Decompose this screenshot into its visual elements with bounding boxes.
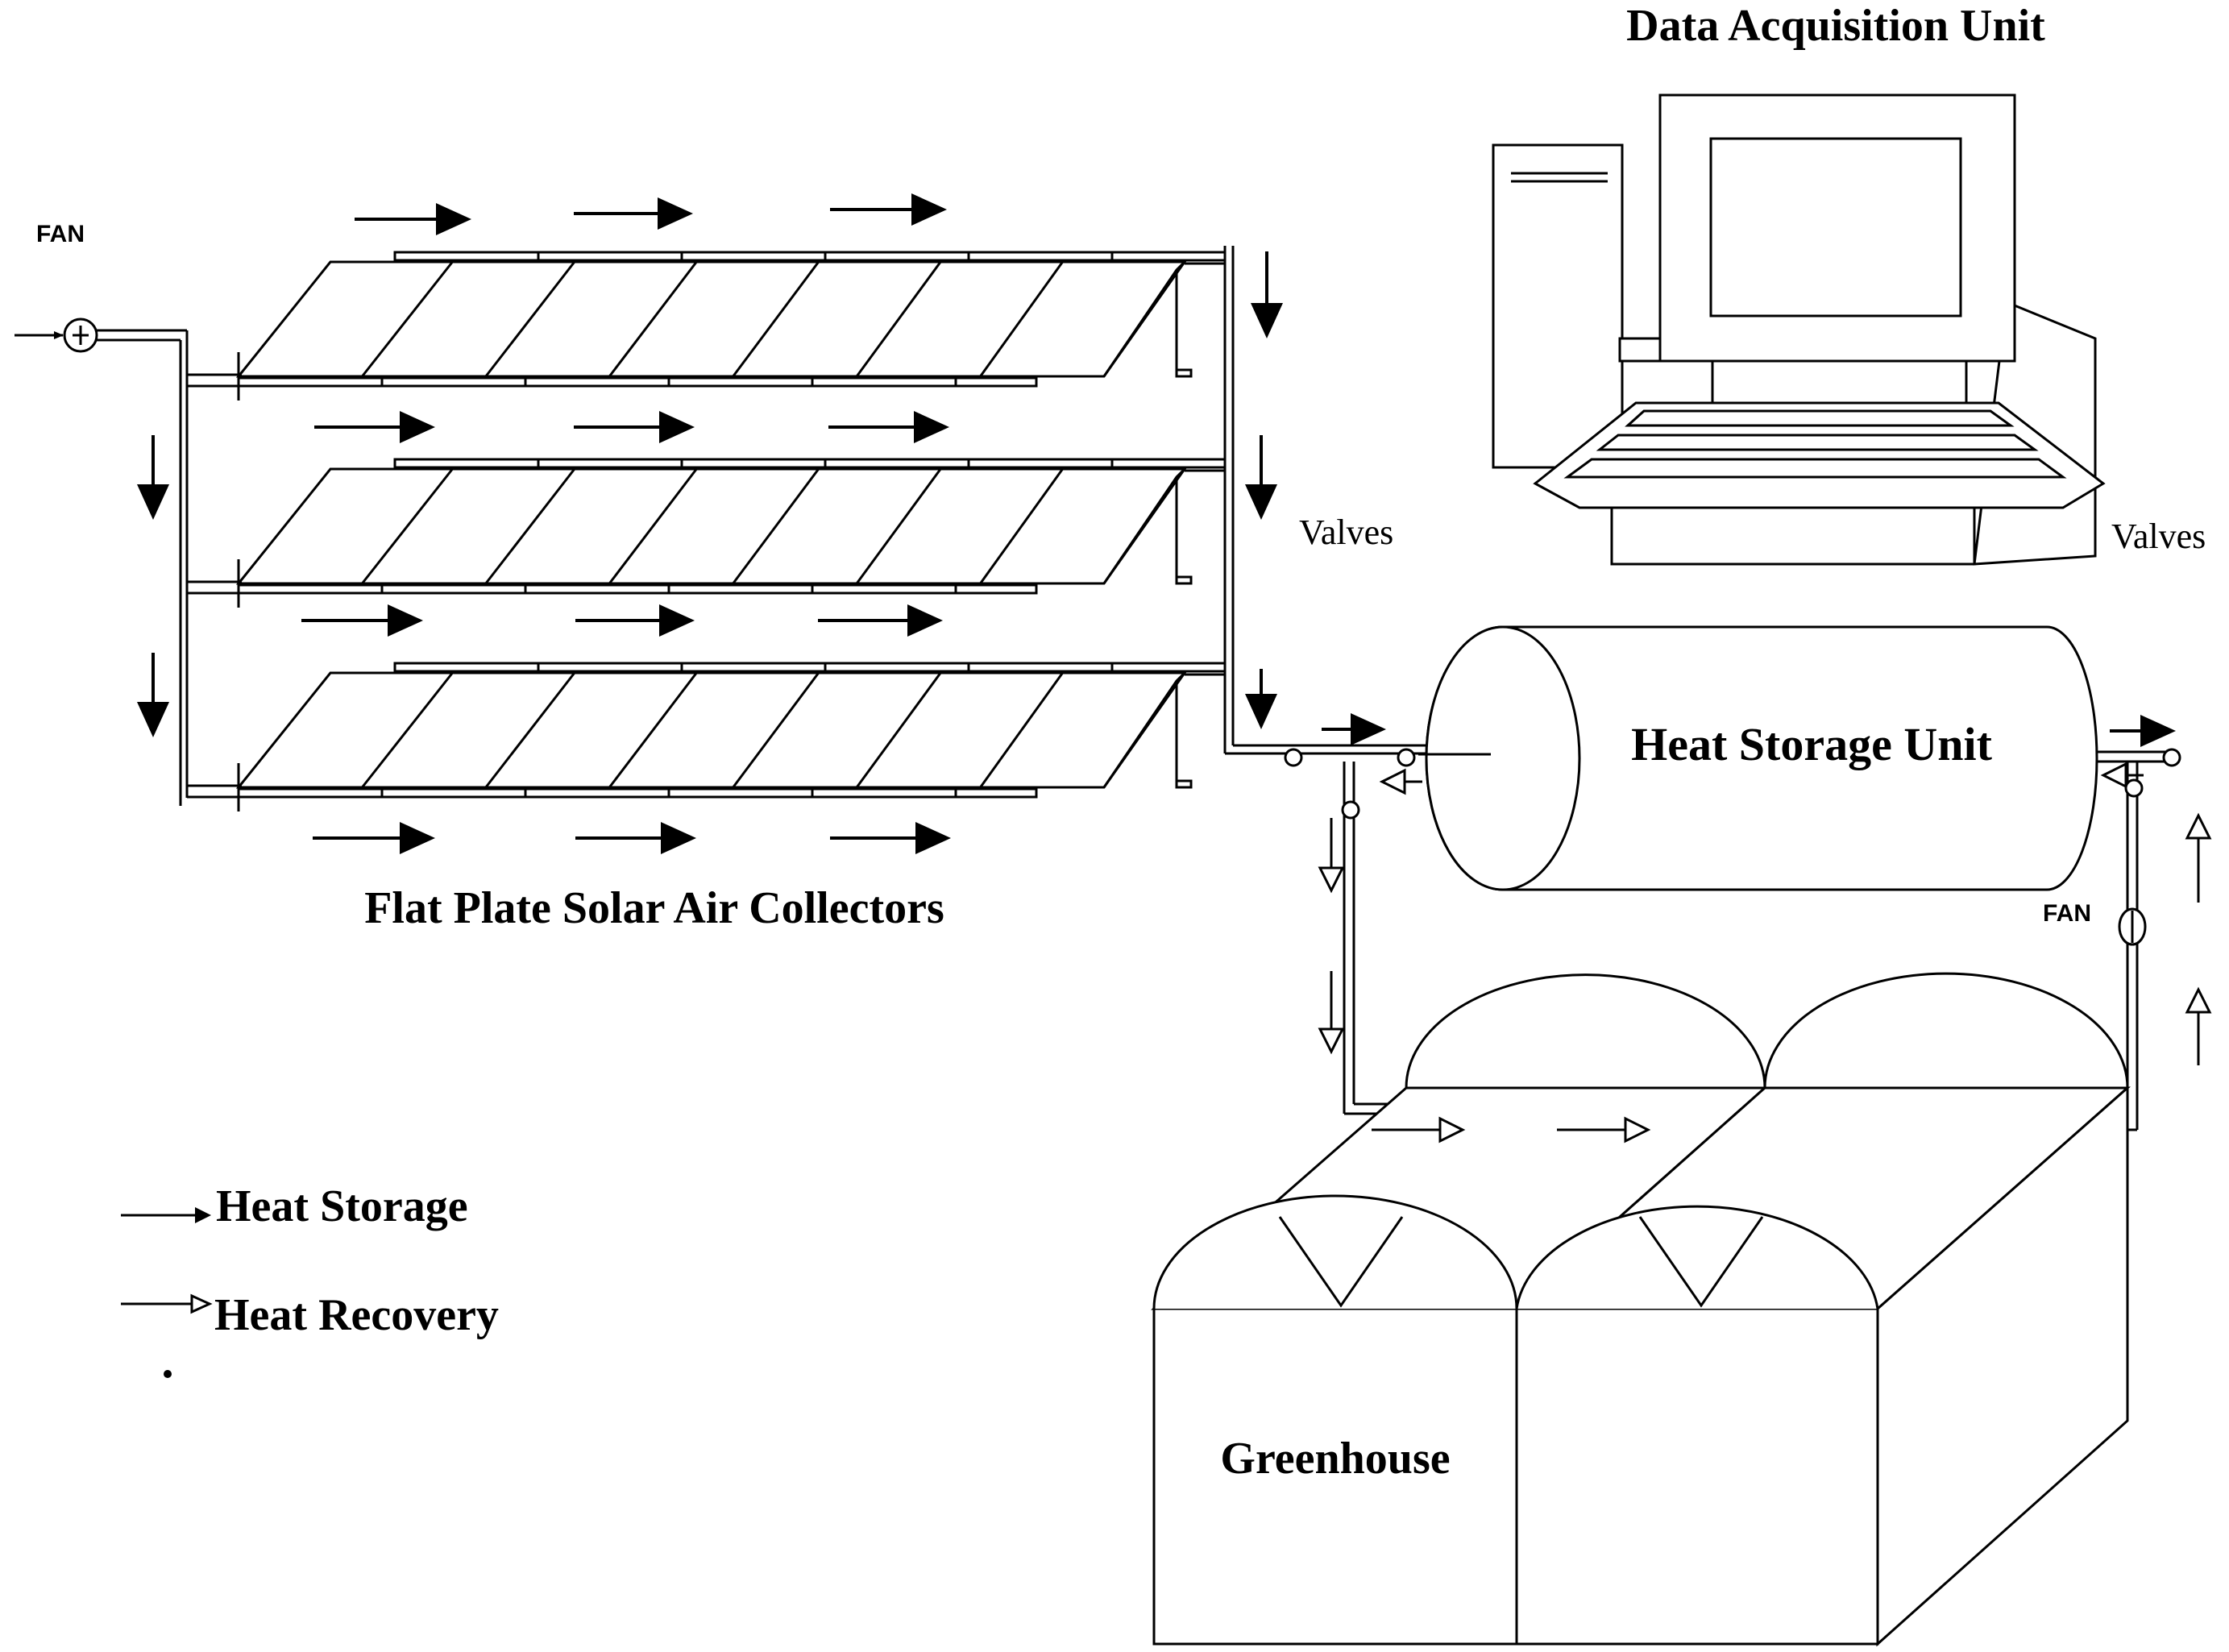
collector-panel bbox=[235, 467, 1187, 585]
heat-storage-arrowhead bbox=[400, 822, 435, 854]
heat-storage-arrowhead bbox=[436, 203, 471, 235]
data-acquisition-computer bbox=[1492, 93, 2106, 566]
panel-divider bbox=[484, 672, 576, 788]
valves-middle-label: Valves bbox=[1299, 513, 1393, 552]
heat-storage-arrowhead bbox=[1245, 694, 1277, 729]
collector-row-1 bbox=[187, 251, 1227, 401]
heat-storage-arrowhead bbox=[915, 822, 951, 854]
panel-divider bbox=[484, 468, 576, 584]
legend-dot bbox=[164, 1370, 172, 1378]
panel-divider bbox=[855, 672, 942, 788]
collector-foot bbox=[1175, 779, 1193, 789]
panel-divider bbox=[979, 468, 1064, 584]
inlet-fan bbox=[63, 318, 98, 353]
filled-arrow-icon bbox=[195, 1207, 211, 1223]
collector-top-header bbox=[393, 458, 1227, 469]
data-acquisition-unit-label: Data Acquisition Unit bbox=[1626, 1, 2045, 51]
heat-recovery-arrowhead bbox=[1624, 1116, 1651, 1144]
valves-right-label: Valves bbox=[2111, 517, 2206, 556]
heat-recovery-arrowhead bbox=[1379, 768, 1406, 795]
collectors-label: Flat Plate Solar Air Collectors bbox=[364, 883, 944, 933]
heat-recovery-arrowhead bbox=[1438, 1116, 1466, 1144]
collector-panel bbox=[235, 260, 1187, 378]
heat-recovery-arrowhead bbox=[2100, 762, 2127, 789]
panel-divider bbox=[979, 261, 1064, 377]
collector-panel bbox=[235, 671, 1187, 789]
collector-foot bbox=[1175, 575, 1193, 585]
panel-divider bbox=[732, 261, 820, 377]
open-arrow-icon bbox=[190, 1293, 213, 1314]
greenhouse-label: Greenhouse bbox=[1220, 1434, 1450, 1484]
heat-storage-arrowhead bbox=[658, 197, 693, 230]
heat-storage-arrowhead bbox=[659, 411, 695, 443]
heat-storage-arrowhead bbox=[914, 411, 949, 443]
heat-recovery-arrowhead bbox=[2185, 986, 2212, 1014]
heat-storage-arrowhead bbox=[907, 604, 943, 637]
return-fan bbox=[2118, 907, 2147, 946]
panel-divider bbox=[361, 468, 454, 584]
panel-divider bbox=[855, 261, 942, 377]
fan-return-label: FAN bbox=[2043, 900, 2091, 927]
panel-divider bbox=[361, 672, 454, 788]
heat-storage-arrowhead bbox=[661, 822, 696, 854]
panel-divider bbox=[855, 468, 942, 584]
heat-storage-arrowhead bbox=[659, 604, 695, 637]
heat-storage-arrowhead bbox=[911, 193, 947, 226]
legend-heat-recovery-label: Heat Recovery bbox=[214, 1290, 499, 1340]
panel-divider bbox=[608, 261, 698, 377]
heat-storage-unit-label: Heat Storage Unit bbox=[1631, 718, 1992, 770]
collector-top-header bbox=[393, 662, 1227, 673]
panel-divider bbox=[732, 468, 820, 584]
heat-recovery-arrowhead bbox=[2185, 812, 2212, 840]
collector-manifold-pipes bbox=[97, 246, 1483, 806]
heat-storage-arrowhead bbox=[400, 411, 435, 443]
heat-storage-arrowhead bbox=[388, 604, 423, 637]
collector-foot bbox=[1175, 368, 1193, 378]
solar-collector-array bbox=[187, 251, 1227, 811]
panel-divider bbox=[361, 261, 454, 377]
valves bbox=[1284, 748, 2181, 820]
heat-storage-arrowhead bbox=[137, 484, 169, 520]
panel-divider bbox=[484, 261, 576, 377]
legend bbox=[121, 1207, 213, 1378]
collector-top-header bbox=[393, 251, 1227, 262]
heat-recovery-arrowhead bbox=[1318, 866, 1345, 894]
heat-storage-arrowhead bbox=[2140, 715, 2176, 747]
heat-storage-arrowhead bbox=[1251, 303, 1283, 338]
heat-storage-arrowhead bbox=[1351, 713, 1386, 745]
greenhouse-structure bbox=[1151, 972, 2131, 1647]
legend-heat-storage-label: Heat Storage bbox=[216, 1181, 468, 1231]
fan-inlet-label: FAN bbox=[36, 221, 85, 247]
heat-storage-arrowhead bbox=[1245, 484, 1277, 520]
heat-recovery-arrowhead bbox=[1318, 1027, 1345, 1055]
panel-divider bbox=[608, 672, 698, 788]
panel-divider bbox=[732, 672, 820, 788]
heat-storage-arrowhead bbox=[137, 702, 169, 737]
collector-row-2 bbox=[187, 458, 1227, 608]
panel-divider bbox=[979, 672, 1064, 788]
collector-row-3 bbox=[187, 662, 1227, 811]
panel-divider bbox=[608, 468, 698, 584]
heat-storage-tank bbox=[1418, 625, 2098, 891]
flow-arrows bbox=[137, 193, 2212, 1144]
